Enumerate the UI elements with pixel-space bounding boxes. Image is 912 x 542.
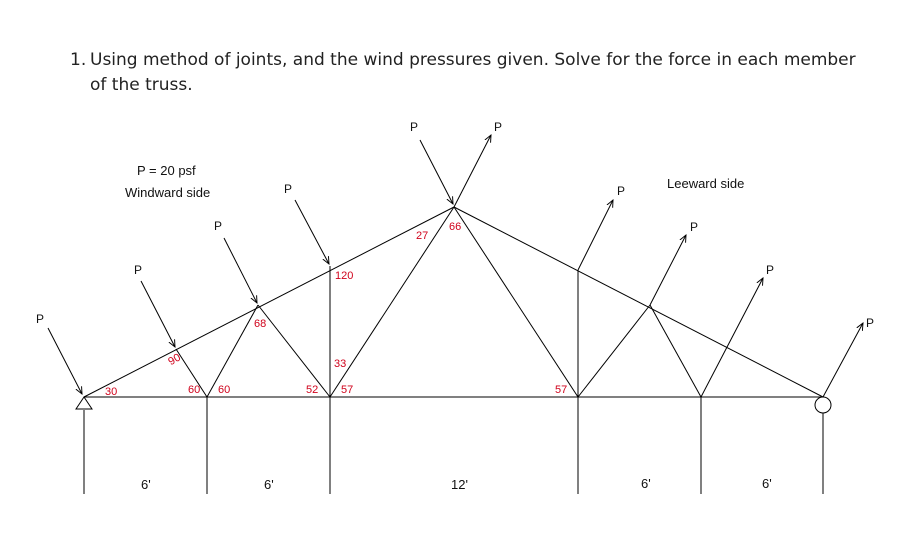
top-chord-right (453, 206, 824, 398)
load-label: P (494, 120, 502, 134)
load-label: P (617, 184, 625, 198)
web-member (175, 348, 208, 398)
web-member (577, 304, 651, 398)
load-arrow (649, 235, 686, 306)
load-label: P (410, 120, 418, 134)
load-label: P (284, 182, 292, 196)
web-member (649, 304, 702, 398)
load-arrow (419, 139, 453, 204)
load-arrow (453, 135, 491, 208)
angle-label: 66 (449, 221, 461, 233)
load-label: P (866, 316, 874, 330)
angle-label: 52 (306, 384, 318, 396)
load-label: P (690, 220, 698, 234)
dimension-label: 6' (762, 476, 772, 491)
windward-side-label: Windward side (125, 185, 210, 200)
dimension-label: 6' (641, 476, 651, 491)
problem-number: 1. (70, 50, 87, 70)
angle-label: 68 (254, 318, 266, 330)
truss-members (83, 206, 824, 398)
angle-label: 57 (555, 384, 567, 396)
angle-label: 27 (416, 230, 428, 242)
load-arrow (140, 280, 175, 347)
dimension-label: 12' (451, 477, 468, 492)
top-chord-left (83, 206, 455, 398)
web-member (206, 304, 259, 398)
dimension-labels: 6' 6' 12' 6' 6' (141, 476, 772, 492)
load-arrow (223, 237, 257, 303)
angle-label: 30 (105, 386, 117, 398)
load-label: P (214, 219, 222, 233)
angle-label: 120 (335, 270, 353, 282)
dimension-label: 6' (141, 477, 151, 492)
load-label: P (134, 263, 142, 277)
leeward-side-label: Leeward side (667, 176, 744, 191)
web-member (453, 206, 579, 398)
load-labels: P P P P P P P P P P (36, 120, 874, 330)
problem-statement: 1. Using method of joints, and the wind … (70, 48, 860, 98)
load-label: P (766, 263, 774, 277)
angle-label: 90 (166, 352, 183, 369)
angle-label: 60 (218, 384, 230, 396)
dimension-label: 6' (264, 477, 274, 492)
web-member (329, 206, 455, 398)
pressure-label: P = 20 psf (137, 163, 196, 178)
load-label: P (36, 312, 44, 326)
dimension-lines (83, 397, 824, 494)
pin-support-icon (75, 396, 93, 410)
angle-label: 60 (188, 384, 200, 396)
load-arrow (47, 327, 82, 394)
angle-label: 57 (341, 384, 353, 396)
angle-labels: 30 90 60 60 68 120 33 52 57 27 66 57 (105, 221, 567, 398)
windward-loads (47, 139, 453, 394)
angle-label: 33 (334, 358, 346, 370)
roller-support-icon (814, 396, 832, 414)
problem-text: Using method of joints, and the wind pre… (90, 50, 856, 95)
leeward-loads (453, 135, 863, 398)
web-member (257, 304, 331, 398)
load-arrow (822, 323, 863, 398)
load-arrow (700, 278, 763, 398)
load-arrow (577, 200, 613, 271)
load-arrow (294, 199, 329, 264)
